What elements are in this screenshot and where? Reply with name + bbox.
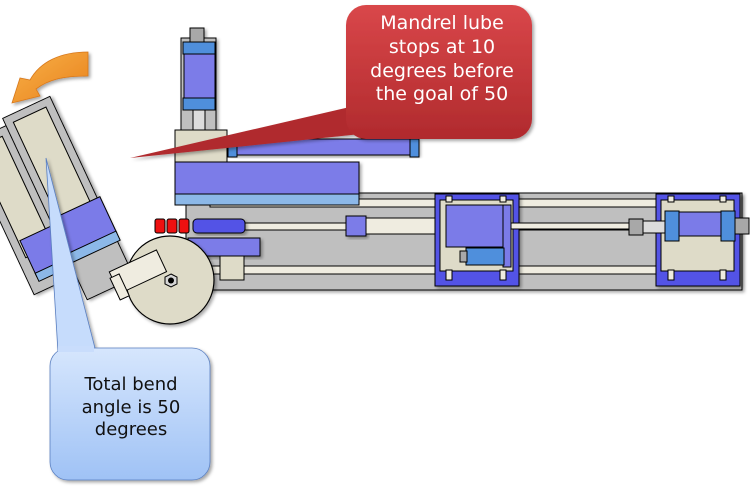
carriage-2 [628, 193, 750, 287]
bend-die [108, 235, 215, 325]
mandrel-rod [192, 218, 246, 234]
mandrel-ball [166, 218, 178, 234]
vertical-clamp-cylinder [180, 27, 217, 134]
mandrel-lube-callout-text: Mandrel lube stops at 10 degrees before … [370, 12, 514, 106]
mandrel-ball [154, 218, 166, 234]
wiper-die-block [187, 237, 261, 281]
carriage-connecting-rod [510, 222, 632, 230]
carriage-1 [434, 193, 520, 287]
rotation-arrow-icon [11, 51, 89, 104]
mandrel-lube-callout [130, 5, 532, 158]
mandrel-ball [178, 218, 190, 234]
mandrel-assembly [154, 215, 439, 237]
pressure-die [174, 161, 360, 196]
bend-angle-callout [45, 157, 211, 481]
bend-angle-callout-text: Total bend angle is 50 degrees [81, 374, 181, 440]
